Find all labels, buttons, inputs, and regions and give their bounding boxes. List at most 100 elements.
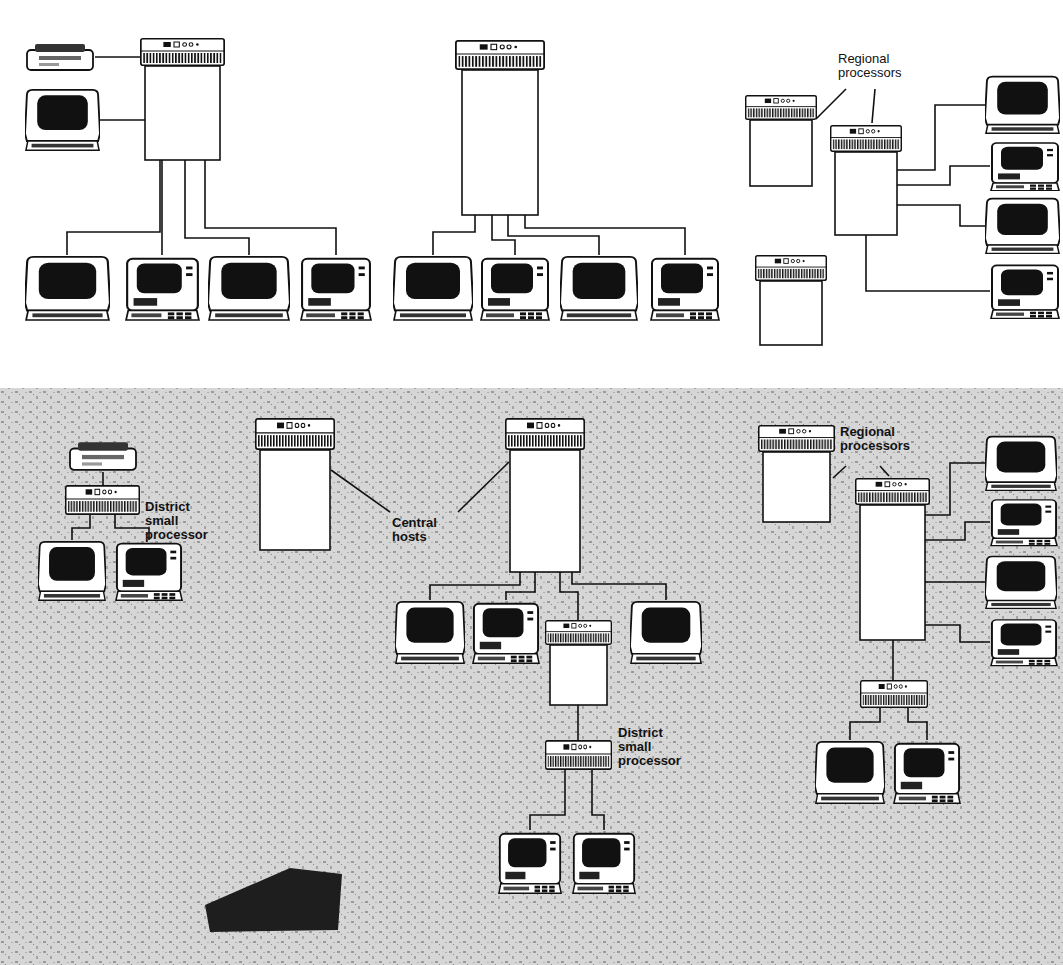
terminal-icon [301, 259, 371, 320]
terminal-icon [481, 259, 549, 320]
regional-group [759, 426, 1057, 803]
terminal-icon [560, 257, 638, 320]
wire [115, 515, 149, 540]
terminal-icon [991, 265, 1059, 318]
terminal-icon [208, 257, 290, 320]
wire [925, 463, 985, 515]
processor-cabinet [462, 70, 538, 215]
wire [530, 770, 565, 830]
processor-unit [66, 486, 140, 514]
wire [850, 708, 880, 740]
terminal-icon [651, 259, 719, 320]
wire [572, 572, 666, 600]
processor-unit [746, 96, 817, 120]
leader-line [880, 466, 889, 476]
terminal-icon [985, 77, 1060, 134]
wire [205, 160, 336, 255]
processor-unit [546, 621, 612, 645]
terminal-icon [985, 437, 1057, 491]
processor-unit [546, 741, 612, 769]
wire [925, 581, 985, 583]
processor-cabinet [510, 450, 580, 572]
terminal-icon [393, 257, 473, 320]
wire [102, 472, 104, 485]
terminal-icon [395, 602, 465, 663]
regional-group [746, 77, 1060, 345]
processor-cabinet [145, 66, 220, 160]
central-group [256, 419, 702, 893]
terminal-icon [991, 500, 1057, 546]
callout-label: Central hosts [392, 516, 458, 544]
terminal-icon [985, 557, 1057, 609]
terminal-icon [991, 620, 1057, 666]
processor-unit [756, 256, 827, 281]
processor-cabinet [750, 120, 812, 186]
host-group [25, 39, 371, 320]
wire [897, 105, 985, 170]
processor-cabinet [835, 152, 897, 235]
wire [560, 572, 578, 620]
host-group [393, 41, 719, 320]
terminal-icon [473, 604, 539, 663]
processor-cabinet [260, 450, 330, 550]
terminal-icon [991, 143, 1059, 191]
terminal-icon [25, 257, 110, 320]
terminal-icon [894, 744, 960, 803]
leader-line [833, 466, 846, 478]
wire [925, 522, 990, 540]
terminal-icon [573, 834, 635, 893]
processor-unit [861, 681, 928, 707]
terminal-icon [630, 602, 702, 663]
leader-line [816, 89, 846, 119]
wire [433, 215, 475, 255]
processor-cabinet [860, 505, 925, 640]
wire [72, 515, 90, 540]
processor-unit [831, 126, 902, 151]
callout-label: Regional processors [840, 425, 922, 453]
terminal-icon [126, 259, 199, 320]
wire [508, 215, 599, 255]
wire [897, 166, 990, 185]
wire [95, 56, 140, 58]
processor-cabinet [760, 281, 822, 345]
leader-line [872, 89, 875, 123]
wire [897, 205, 985, 226]
wire [506, 572, 535, 600]
textured-ground [0, 388, 1063, 965]
wire [525, 215, 685, 255]
wire [492, 215, 515, 255]
terminal-icon [25, 90, 100, 150]
wire [908, 708, 927, 740]
wire [100, 119, 145, 121]
callout-label: District small processor [618, 726, 684, 768]
processor-unit [256, 419, 334, 449]
terminal-icon [38, 542, 106, 600]
terminal-icon [499, 834, 561, 893]
terminal-icon [815, 742, 885, 803]
wire [67, 160, 160, 255]
processor-unit [456, 41, 544, 69]
printer-icon [70, 442, 136, 470]
wire [592, 770, 604, 830]
wire [892, 640, 894, 680]
ink-smudge [205, 868, 342, 932]
callout-label: Regional processors [838, 52, 928, 80]
wire [161, 160, 163, 255]
terminal-icon [985, 199, 1060, 254]
processor-unit [759, 426, 834, 451]
processor-unit [141, 39, 224, 65]
wire [866, 235, 990, 291]
leader-line [458, 462, 509, 512]
wire [577, 705, 579, 740]
leader-line [331, 470, 390, 512]
processor-unit [506, 419, 584, 449]
callout-label: District small processor [145, 500, 211, 542]
wire [925, 625, 990, 642]
processor-cabinet [550, 645, 607, 705]
wire [185, 160, 249, 255]
processor-cabinet [763, 452, 830, 522]
printer-icon [27, 44, 93, 70]
terminal-icon [116, 544, 182, 601]
